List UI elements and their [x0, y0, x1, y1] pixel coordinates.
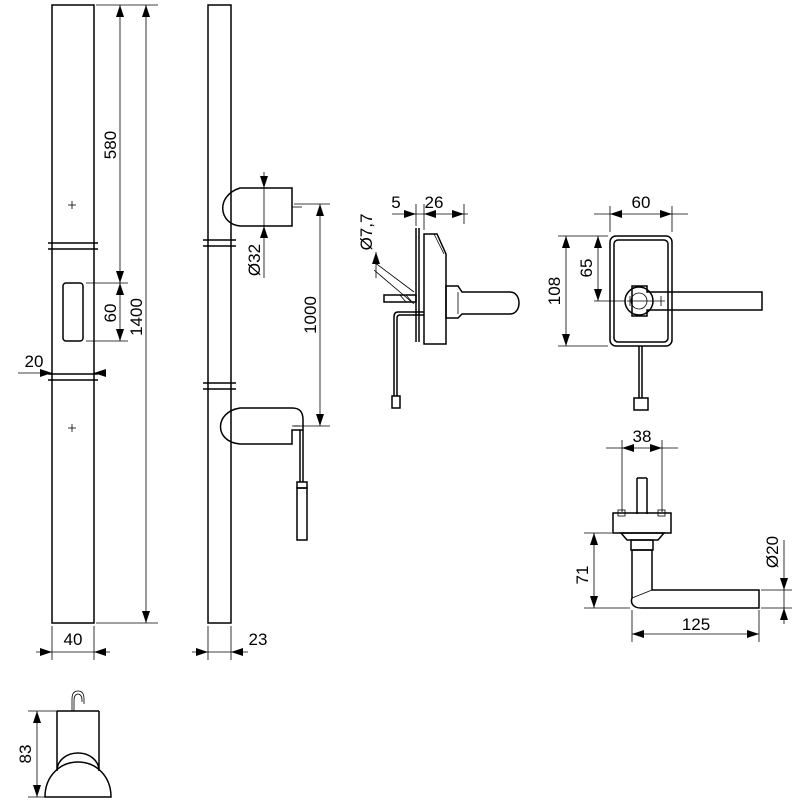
dimension-rosette-60-label: 60 [632, 193, 651, 212]
dimension-125: 125 [631, 610, 760, 642]
dimension-dia-7-7-label: Ø7,7 [357, 214, 376, 251]
dimension-83-label: 83 [16, 745, 35, 764]
profile-section [44, 690, 112, 798]
rosette-side-view [383, 228, 520, 409]
dimension-1000-label: 1000 [301, 296, 320, 334]
dimension-71: 71 [573, 532, 630, 609]
dimension-5-26: 5 26 [391, 193, 468, 230]
bar-side-view [203, 4, 308, 624]
dimension-65-label: 65 [577, 259, 596, 278]
dimension-20: 20 [18, 352, 106, 382]
dimension-dia-7-7: Ø7,7 [357, 214, 415, 305]
dimension-23-label: 23 [249, 630, 268, 649]
dimension-dia-32-label: Ø32 [245, 244, 264, 276]
dimension-23: 23 [192, 626, 267, 660]
dimension-71-label: 71 [573, 566, 592, 585]
dimension-5-label: 5 [391, 193, 400, 212]
bar-front-view [48, 4, 98, 624]
dimension-580-label: 580 [101, 131, 120, 159]
dimension-40: 40 [36, 626, 110, 660]
lever-detail [612, 477, 760, 609]
dimension-60-slot: 60 [86, 282, 128, 342]
dimension-dia-20: Ø20 [761, 536, 792, 624]
dimension-108: 108 [545, 235, 608, 347]
dimension-65: 65 [577, 236, 626, 302]
dimension-40-label: 40 [64, 630, 83, 649]
dimension-26-label: 26 [425, 193, 444, 212]
dimension-rosette-60: 60 [594, 193, 688, 232]
dimension-dia-20-label: Ø20 [763, 536, 782, 568]
dimension-108-label: 108 [545, 277, 564, 305]
dimension-580: 580 [96, 4, 128, 283]
dimension-38-label: 38 [633, 427, 652, 446]
dimension-dia-32: Ø32 [245, 172, 272, 278]
dimension-83: 83 [16, 710, 70, 798]
dimension-125-label: 125 [682, 615, 710, 634]
dimension-60-label: 60 [101, 304, 120, 323]
dimension-1000: 1000 [294, 203, 330, 427]
rosette-front-view [609, 235, 763, 411]
dimension-38: 38 [606, 427, 678, 512]
dimension-1400: 1400 [96, 4, 158, 624]
dimension-1400-label: 1400 [127, 298, 146, 336]
dimension-20-label: 20 [25, 352, 44, 371]
